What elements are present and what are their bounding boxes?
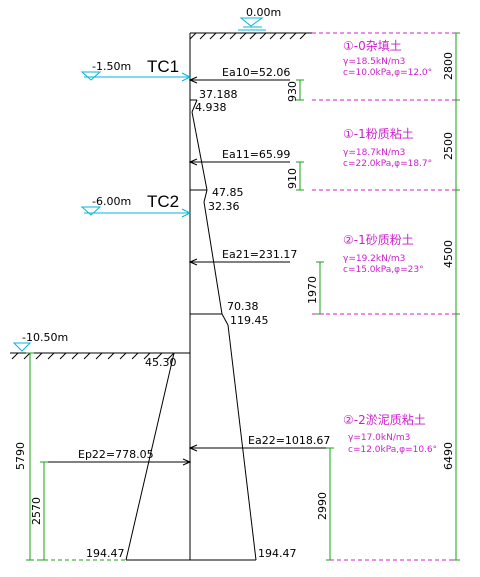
soil-layer-name: ②-1砂质粉土 <box>343 233 414 247</box>
tc1-level-label: -1.50m <box>92 60 131 73</box>
dim-2500: 2500 <box>442 132 455 160</box>
dim-5790: 5790 <box>14 442 27 470</box>
soil-layer-4: ②-2淤泥质粘土 γ=17.0kN/m3 c=12.0kPa,φ=10.6° <box>343 412 437 455</box>
pressure-v4: 45.30 <box>145 356 177 369</box>
soil-layer-gamma: γ=17.0kN/m3 <box>348 433 410 443</box>
left-dimensions <box>26 352 126 561</box>
ea21-label: Ea21=231.17 <box>222 248 297 261</box>
soil-layer-name: ①-0杂填土 <box>343 39 402 53</box>
soil-layer-params: c=22.0kPa,φ=18.7° <box>343 159 432 169</box>
ep22-label: Ep22=778.05 <box>78 448 154 461</box>
strut-tc2-label: TC2 <box>147 192 179 211</box>
pressure-v3a: 70.38 <box>227 300 259 313</box>
active-pressure-profile <box>190 99 257 561</box>
water-level-markers <box>12 17 266 352</box>
layer-boundaries <box>312 32 456 561</box>
pressure-v1b: 4.938 <box>195 101 227 114</box>
ea22-label: Ea22=1018.67 <box>248 434 330 447</box>
resultant-arrows <box>44 76 330 466</box>
soil-layer-name: ②-2淤泥质粘土 <box>343 412 426 427</box>
dim-930: 930 <box>286 81 299 102</box>
retaining-wall <box>189 32 312 560</box>
ea11-label: Ea11=65.99 <box>222 148 290 161</box>
soil-layer-gamma: γ=18.5kN/m3 <box>343 57 405 67</box>
soil-layer-gamma: γ=19.2kN/m3 <box>343 254 405 264</box>
soil-layer-1: ①-0杂填土 γ=18.5kN/m3 c=10.0kPa,φ=12.0° <box>343 39 432 78</box>
pressure-v1a: 37.188 <box>199 88 238 101</box>
dim-2570: 2570 <box>30 497 43 525</box>
soil-layer-params: c=12.0kPa,φ=10.6° <box>348 445 437 455</box>
soil-layer-name: ①-1粉质粘土 <box>343 126 414 141</box>
dim-910: 910 <box>286 168 299 189</box>
resultant-dimensions <box>296 79 334 561</box>
pressure-bottom-left: 194.47 <box>86 547 125 560</box>
dim-2990: 2990 <box>316 492 329 520</box>
ea10-label: Ea10=52.06 <box>222 66 290 79</box>
pressure-v3b: 119.45 <box>230 314 269 327</box>
soil-layer-params: c=10.0kPa,φ=12.0° <box>343 68 432 78</box>
dim-4500: 4500 <box>442 240 455 268</box>
excavation-bottom-line <box>10 352 190 360</box>
pressure-v2b: 32.36 <box>208 200 240 213</box>
soil-layer-2: ①-1粉质粘土 γ=18.7kN/m3 c=22.0kPa,φ=18.7° <box>343 126 432 169</box>
ground-hatch-top <box>189 32 307 40</box>
soil-layer-gamma: γ=18.7kN/m3 <box>343 148 405 158</box>
passive-pressure-profile <box>125 352 256 561</box>
dim-2800: 2800 <box>442 52 455 80</box>
excavation-level-label: -10.50m <box>22 331 68 344</box>
pressure-v2a: 47.85 <box>212 186 244 199</box>
pressure-bottom-right: 194.47 <box>258 547 297 560</box>
soil-layer-params: c=15.0kPa,φ=23° <box>343 265 424 275</box>
dim-6490: 6490 <box>442 442 455 470</box>
tc2-level-label: -6.00m <box>92 195 131 208</box>
strut-arrows <box>84 72 192 218</box>
soil-layer-3: ②-1砂质粉土 γ=19.2kN/m3 c=15.0kPa,φ=23° <box>343 233 424 275</box>
dim-1970: 1970 <box>306 276 319 304</box>
strut-tc1-label: TC1 <box>147 57 179 76</box>
layer-dimensions <box>452 32 460 561</box>
ground-level-label: 0.00m <box>246 6 281 19</box>
